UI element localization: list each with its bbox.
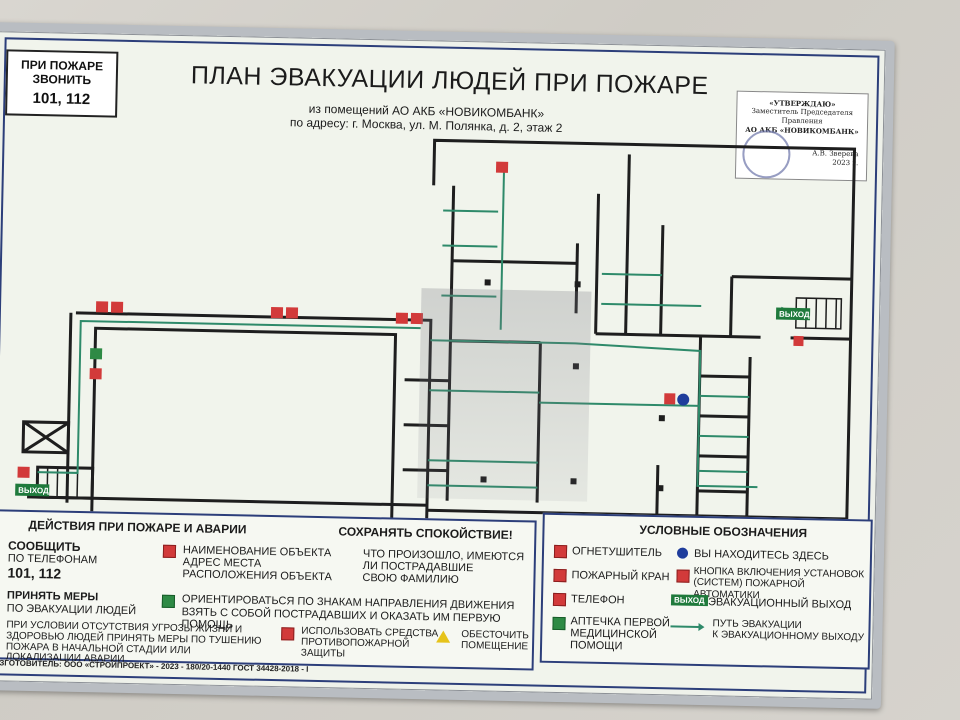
- electric-warning-icon: [436, 630, 451, 643]
- item-surname: СВОЮ ФАМИЛИЮ: [362, 571, 459, 586]
- stairwell-left: [35, 465, 95, 500]
- phone-icon: [162, 544, 177, 559]
- column-markers: [480, 279, 665, 492]
- legend-hydrant: ПОЖАРНЫЙ КРАН: [571, 569, 670, 584]
- step1-a: СООБЩИТЬ: [7, 538, 81, 555]
- emergency-call-box: ПРИ ПОЖАРЕ ЗВОНИТЬ 101, 112: [5, 49, 119, 118]
- route-vertical-center: [499, 171, 505, 330]
- alarm-button-icon: [793, 335, 804, 347]
- step1-numbers: 101, 112: [7, 564, 62, 582]
- phone-icon: [552, 592, 567, 607]
- first-aid-icon: [161, 594, 176, 608]
- evacuation-routes: [37, 171, 792, 489]
- you-are-here-icon: [677, 393, 690, 406]
- route-left-corridor: [37, 319, 421, 474]
- first-aid-icon: [89, 348, 103, 360]
- route-center-east: [539, 401, 700, 407]
- exit-signs: ВЫХОД ВЫХОД: [15, 307, 811, 497]
- legend-exit: ЭВАКУАЦИОННЫЙ ВЫХОД: [707, 596, 852, 612]
- exit-label-right: ВЫХОД: [779, 310, 810, 320]
- lift-box: [21, 420, 71, 455]
- corridor-wall-top: [75, 311, 433, 521]
- floor-plan: ВЫХОД ВЫХОД: [15, 138, 857, 522]
- plan-title: ПЛАН ЭВАКУАЦИИ ЛЮДЕЙ ПРИ ПОЖАРЕ: [190, 61, 709, 101]
- route-arrow-icon: [670, 622, 705, 631]
- extinguisher-icon: [395, 312, 409, 324]
- evacuation-plan-poster: ПРИ ПОЖАРЕ ЗВОНИТЬ 101, 112 ПЛАН ЭВАКУАЦ…: [0, 37, 880, 694]
- alarm-button-icon: [17, 466, 30, 478]
- extinguisher-icon: [664, 393, 676, 405]
- phone-icon: [89, 368, 102, 380]
- call-box-line2: ЗВОНИТЬ: [32, 71, 92, 88]
- step2-a: ПРИНЯТЬ МЕРЫ: [6, 589, 99, 604]
- call-box-line1: ПРИ ПОЖАРЕ: [20, 57, 104, 74]
- legend-kit-line3: ПОМОЩИ: [569, 639, 623, 653]
- large-hall-wall: [90, 326, 398, 522]
- sign-frame: ПРИ ПОЖАРЕ ЗВОНИТЬ 101, 112 ПЛАН ЭВАКУАЦ…: [0, 22, 895, 709]
- step2-b: ПО ЭВАКУАЦИИ ЛЮДЕЙ: [6, 602, 137, 618]
- step3-room: ПОМЕЩЕНИЕ: [460, 640, 529, 653]
- extinguisher-icon: [281, 627, 295, 641]
- legend-title: УСЛОВНЫЕ ОБОЗНАЧЕНИЯ: [639, 522, 808, 541]
- actions-title: ДЕЙСТВИЯ ПРИ ПОЖАРЕ И АВАРИИ: [28, 517, 247, 537]
- legend-you-are-here: ВЫ НАХОДИТЕСЬ ЗДЕСЬ: [693, 547, 830, 563]
- extinguisher-icon: [495, 161, 509, 173]
- stairs-right: [46, 297, 843, 498]
- you-are-here-icon: [676, 547, 689, 559]
- hydrant-icon: [285, 307, 299, 319]
- item-location: РАСПОЛОЖЕНИЯ ОБЪЕКТА: [182, 568, 332, 584]
- exit-label-left: ВЫХОД: [18, 486, 49, 496]
- plan-icons-red: [17, 161, 804, 478]
- plan-walls: [21, 138, 857, 522]
- extinguisher-icon: [95, 301, 109, 313]
- call-box-numbers: 101, 112: [32, 89, 91, 109]
- hydrant-icon: [410, 312, 423, 325]
- actions-panel: ДЕЙСТВИЯ ПРИ ПОЖАРЕ И АВАРИИ СОХРАНЯТЬ С…: [0, 509, 537, 671]
- legend-route-line2: К ЭВАКУАЦИОННОМУ ВЫХОДУ: [712, 629, 865, 644]
- hydrant-icon: [110, 301, 124, 313]
- extinguisher-icon: [270, 306, 284, 319]
- legend-extinguisher: ОГНЕТУШИТЕЛЬ: [571, 545, 663, 560]
- actions-calm: СОХРАНЯТЬ СПОКОЙСТВИЕ!: [338, 524, 513, 543]
- alarm-button-icon: [676, 569, 690, 583]
- exit-sign-icon: ВЫХОД: [670, 594, 708, 607]
- legend-panel: УСЛОВНЫЕ ОБОЗНАЧЕНИЯ ОГНЕТУШИТЕЛЬ ВЫ НАХ…: [539, 512, 873, 670]
- first-aid-icon: [552, 616, 566, 631]
- step3-protection: ЗАЩИТЫ: [300, 647, 346, 660]
- bottom-wall: [27, 495, 428, 507]
- hydrant-icon: [553, 568, 567, 583]
- legend-phone: ТЕЛЕФОН: [570, 593, 625, 607]
- extinguisher-icon: [553, 544, 568, 559]
